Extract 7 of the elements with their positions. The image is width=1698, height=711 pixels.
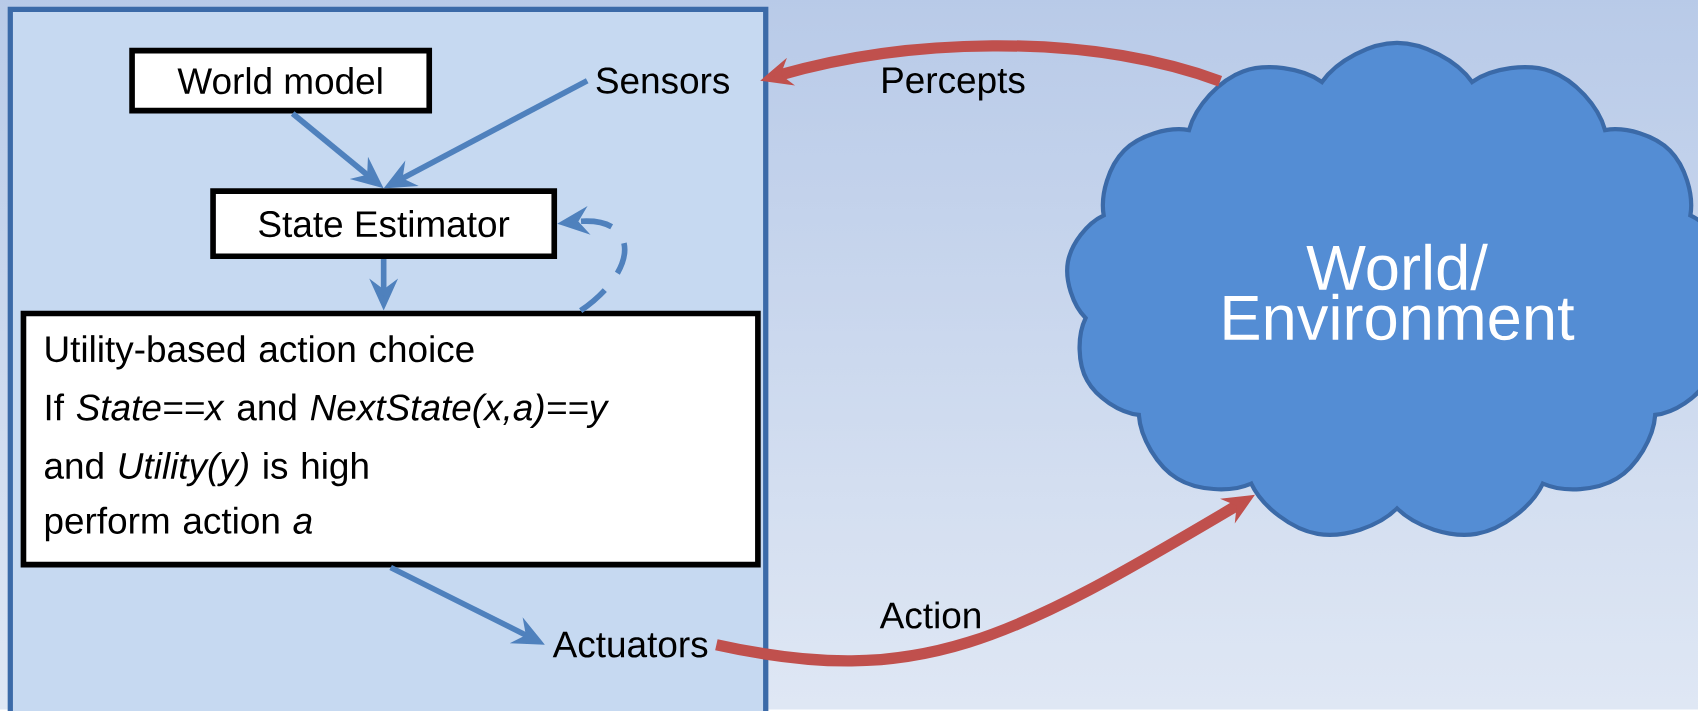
process-box: State Estimator (210, 188, 558, 259)
component-label: Actuators (552, 631, 708, 658)
component-label: Sensors (596, 67, 729, 94)
edge-label: Action (879, 601, 980, 629)
process-box: World model (129, 47, 433, 114)
environment-cloud: World/ Environment (1065, 40, 1698, 537)
edge-label: Percepts (883, 67, 1025, 101)
